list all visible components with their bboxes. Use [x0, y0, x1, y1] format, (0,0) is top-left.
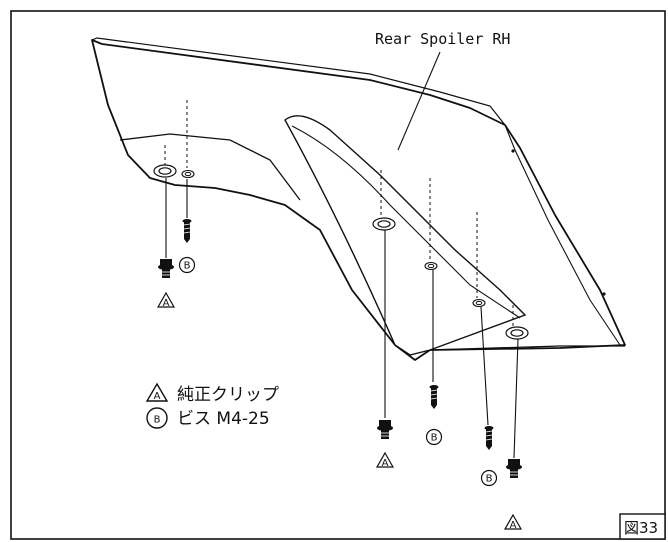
legend-item-clip: A 純正クリップ: [145, 382, 279, 405]
marker-a-label: A: [382, 458, 389, 469]
marker-a: A: [503, 513, 523, 531]
marker-a: A: [156, 291, 176, 309]
figure-number-box: 図33: [619, 513, 666, 540]
spoiler-fin: [284, 115, 527, 356]
screw-fastener-icon: [484, 425, 494, 451]
legend-screw-text: ビス M4-25: [177, 409, 270, 429]
marker-a: A: [375, 451, 395, 469]
legend-item-screw: B ビス M4-25: [146, 407, 270, 429]
marker-b-label: B: [431, 433, 438, 444]
marker-b: B: [178, 256, 196, 274]
part-label: Rear Spoiler RH: [375, 30, 510, 48]
legend-clip-text: 純正クリップ: [177, 385, 279, 405]
legend: A 純正クリップ B ビス M4-25: [145, 382, 279, 429]
part-label-leader: [397, 51, 441, 151]
marker-b: B: [480, 469, 498, 487]
clip-fastener-icon: [157, 258, 175, 279]
screw-fastener-icon: [429, 384, 439, 410]
legend-marker-b: B: [154, 415, 161, 426]
clip-fastener-icon: [505, 458, 523, 479]
marker-a-label: A: [163, 298, 170, 309]
spoiler-crease: [119, 133, 301, 201]
figure-number: 図33: [624, 519, 658, 537]
legend-marker-a: A: [154, 391, 161, 402]
marker-b: B: [425, 428, 443, 446]
figure-border: [10, 10, 666, 540]
marker-b-label: B: [184, 261, 191, 272]
screw-fastener-icon: [182, 218, 192, 244]
marker-b-label: B: [486, 474, 493, 485]
clip-fastener-icon: [376, 419, 394, 440]
marker-a-label: A: [510, 520, 517, 531]
